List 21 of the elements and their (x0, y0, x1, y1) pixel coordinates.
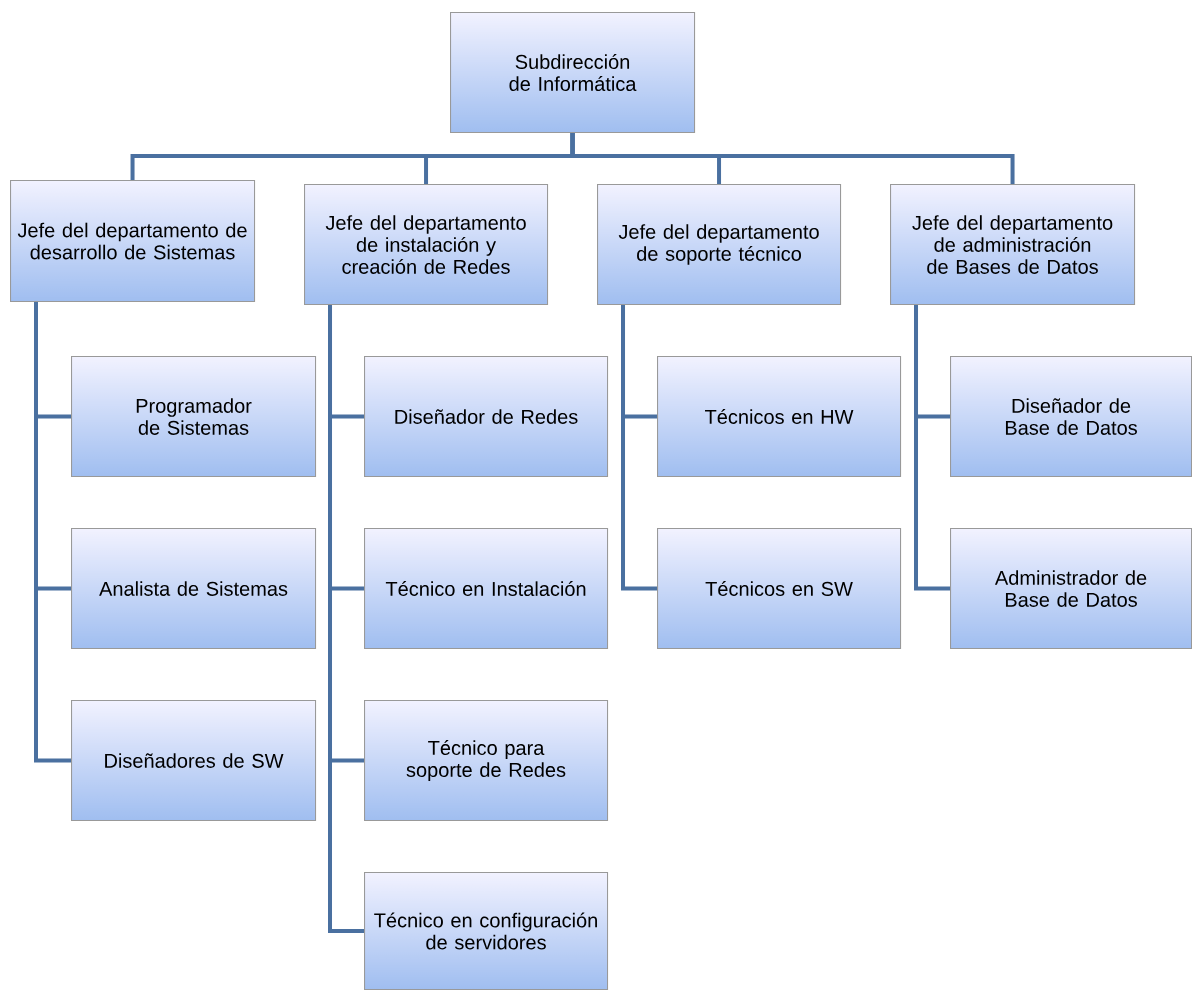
connector-line (914, 305, 950, 591)
org-box: Diseñadores de SW (71, 700, 317, 822)
connector-line (570, 133, 1015, 184)
connector-line (621, 305, 657, 591)
org-box: Diseñador de Base de Datos (950, 356, 1192, 478)
org-box: Técnicos en HW (657, 356, 902, 478)
org-box: Técnico en Instalación (364, 528, 609, 650)
org-box: Analista de Sistemas (71, 528, 317, 650)
org-box: Programador de Sistemas (71, 356, 317, 478)
org-box: Técnico en configuración de servidores (364, 872, 609, 990)
org-box: Administrador de Base de Datos (950, 528, 1192, 650)
connector-line (328, 305, 364, 934)
org-box: Jefe del departamento de instalación y creación de Redes (304, 184, 549, 306)
org-box: Técnico para soporte de Redes (364, 700, 609, 822)
org-box: Diseñador de Redes (364, 356, 609, 478)
org-box: Jefe del departamento de administración de Bases de Datos (890, 184, 1136, 306)
org-box: Jefe del departamento de soporte técnico (597, 184, 842, 306)
org-box: Subdirección de Informática (450, 12, 696, 134)
connector-line (34, 302, 71, 763)
org-box: Jefe del departamento de desarrollo de Sistemas (10, 180, 256, 303)
org-box: Técnicos en SW (657, 528, 902, 650)
